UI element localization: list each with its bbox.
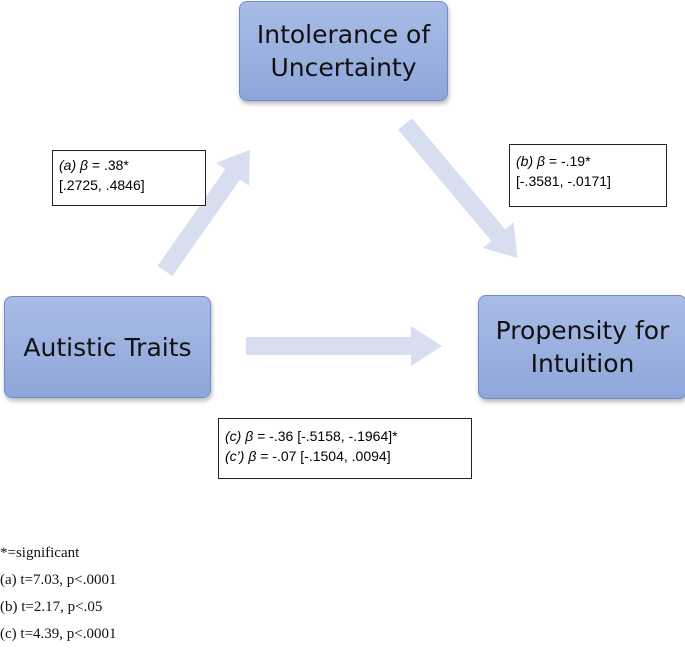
arrow-autistic-to-intolerance — [157, 149, 250, 277]
path-b-stat-box: (b) β = -.19* [-.3581, -.0171] — [509, 144, 667, 207]
path-b-ci: [-.3581, -.0171] — [516, 173, 611, 189]
path-c-prime-line: (c’) β = -.07 [-.1504, .0094] — [225, 446, 465, 466]
note-path-b: (b) t=2.17, p<.05 — [0, 599, 103, 615]
path-c-line: (c) β = -.36 [-.5158, -.1964]* — [225, 426, 465, 446]
path-c-prefix: (c) — [225, 428, 246, 444]
beta-symbol: β — [245, 428, 254, 444]
node-label-line: Propensity for — [495, 316, 670, 345]
notes: *=significant (a) t=7.03, p<.0001 (b) t=… — [0, 542, 116, 650]
path-c-value: = -.36 [-.5158, -.1964]* — [253, 428, 398, 444]
node-propensity-for-intuition: Propensity for Intuition — [478, 295, 685, 399]
path-a-prefix: (a) — [59, 157, 80, 173]
path-b-label: (b) β — [516, 153, 545, 169]
path-b-beta-line: (b) β = -.19* — [516, 151, 660, 171]
path-c-prime-label: (c’) β — [225, 448, 256, 464]
path-a-stat-box: (a) β = .38* [.2725, .4846] — [52, 150, 206, 206]
beta-symbol: β — [537, 153, 545, 169]
node-autistic-traits: Autistic Traits — [4, 296, 211, 398]
path-c-stat-box: (c) β = -.36 [-.5158, -.1964]* (c’) β = … — [218, 418, 472, 479]
path-c-prime-value: = -.07 [-.1504, .0094] — [256, 448, 391, 464]
path-a-label: (a) β — [59, 157, 88, 173]
beta-symbol: β — [80, 157, 88, 173]
note-significance: *=significant — [0, 545, 80, 561]
arrow-intolerance-to-propensity — [398, 118, 518, 259]
path-a-beta-line: (a) β = .38* — [59, 155, 199, 175]
path-b-prefix: (b) — [516, 153, 537, 169]
path-b-value: = -.19* — [545, 153, 591, 169]
arrow-autistic-to-propensity — [246, 326, 442, 366]
note-path-a: (a) t=7.03, p<.0001 — [0, 572, 117, 588]
node-label-line: Intolerance of — [256, 20, 431, 49]
node-label-line: Uncertainty — [270, 53, 417, 82]
path-a-value: = .38* — [88, 157, 129, 173]
path-c-prime-prefix: (c’) — [225, 448, 249, 464]
node-intolerance-of-uncertainty: Intolerance of Uncertainty — [239, 1, 448, 101]
node-label-line: Intuition — [530, 349, 635, 378]
path-a-ci: [.2725, .4846] — [59, 177, 145, 193]
node-label: Autistic Traits — [23, 332, 192, 362]
beta-symbol: β — [248, 448, 257, 464]
path-c-label: (c) β — [225, 428, 253, 444]
note-path-c: (c) t=4.39, p<.0001 — [0, 626, 117, 642]
